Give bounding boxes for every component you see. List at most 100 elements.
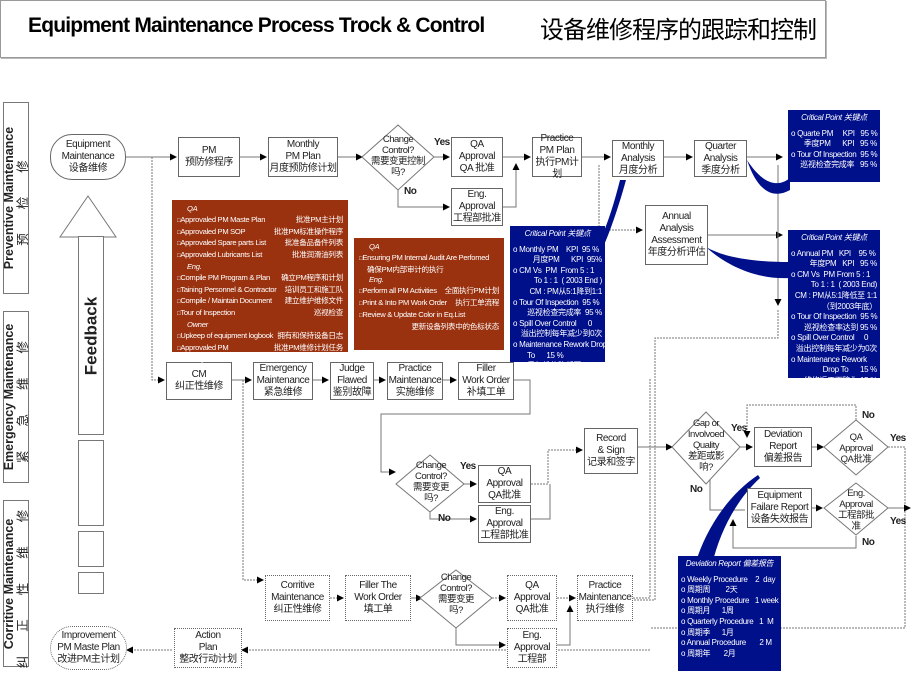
process-box-text: PM Plan [539,145,575,156]
decision-text-line: Change [415,460,447,471]
title-box: Equipment Maintenance Process Trock & Co… [0,0,826,58]
kpi-header: Critical Point 关键点 [801,233,867,242]
decision-change-control-1 [361,124,435,191]
process-box-text: Analysis [703,152,738,164]
process-box-text: Action [195,630,221,641]
note-section-heading: QA [187,204,198,213]
decision-eng-approval [823,482,889,536]
process-box-text: 设备维修 [68,163,108,174]
label-no: No [862,410,875,421]
kpi-line: 周期月 1周 [681,606,778,617]
process-box-text: QA批准 [515,604,549,615]
kpi-line: Quarte PM KPI 95 % [791,129,878,140]
process-box-text: Approval [486,518,523,529]
note-item: 确保PM内部审计的执行 [367,264,444,274]
process-box-text: Filler The [359,580,397,591]
feedback-segment [78,531,104,567]
process-box-text: 补填工单 [466,387,506,398]
process-box-text: 偏差报告 [763,453,803,464]
process-box-text: & Sign [597,445,625,456]
kpi-line: 巡视检查完成率 95 % [800,160,877,170]
kpi-line: 溢出控制每年减少为0次 [795,343,877,353]
process-box-text: 记录和签字 [587,457,635,468]
responsibility-note-right: QAEnsuring PM Internal Audit Are Perfome… [354,238,504,350]
process-box-text: Monthly [621,140,655,152]
process-box-text: Approval [513,592,551,603]
process-box-text: 实施维修 [395,387,435,398]
kpi-line: 周期周 2天 [681,585,778,596]
decision-text-line: 需要变更 [437,594,475,605]
decision-text-line: 需要变更控制 [370,156,426,167]
process-box-text: Corritive [280,580,315,591]
kpi-line: Tour Of Inspection 95 % [513,298,602,309]
kpi-line: To 1 : 1 ( 2003 End ) [533,276,602,286]
process-box-text: Emergency [259,363,307,374]
process-box-text: 执行PM计划 [535,157,579,180]
note-section-heading: Eng. [187,261,202,271]
process-box-text: Flawed [337,375,367,386]
feedback-arrow-icon [59,195,117,238]
process-box-text: Eng. [522,630,542,641]
kpi-line: To 1 : 1 ( 2003 End) [810,280,878,290]
process-box-text: Practice [540,133,574,144]
process-box-text: 年度分析评估 [647,247,706,258]
process-box-text: Work Order [354,592,402,603]
kpi-line: To 15 % [527,350,564,360]
decision-text-line: Change [440,572,472,583]
decision-text-line: Control? [415,471,447,482]
kpi-line: 维修返工下降为 15 % [804,375,877,385]
note-section-heading: QA [369,242,380,251]
kpi-line: Drop To 15 % [822,365,878,375]
process-box-text: 月度预防修计划 [269,163,337,174]
process-box-text: 工程部 [517,654,547,665]
decision-text-line: 吗? [391,167,405,178]
kpi-line: 巡视检查完成率 95 % [527,308,602,318]
kpi-line: CM Vs PM From 5 : 1 [791,270,877,281]
process-box-text: Work Order [462,375,510,386]
process-box-text: 紧急维修 [263,387,303,398]
kpi-header: Critical Point 关键点 [524,229,591,238]
process-box-text: Filler [476,363,496,374]
process-box-text: Approval [513,642,551,653]
note-item: Review & Update Color in Eq.List [359,310,499,322]
kpi-line: Spill Over Control 0 [791,333,877,344]
label-yes: Yes [434,137,450,148]
decision-text-line: 响? [699,462,713,473]
process-box-text: PM Plan [285,151,321,162]
process-box-text: PM Maste Plan [57,642,120,653]
process-box-text: 工程部批准 [480,530,529,541]
process-box-text: Equipment [757,490,802,501]
decision-text-line: 需要变更 [412,482,450,493]
process-box-text: 鉴别故障 [332,387,372,398]
label-yes: Yes [890,433,906,444]
decision-text-line: Control? [440,583,472,594]
process-box-text: Deviation [763,429,803,440]
kpi-line: Tour Of Inspection 95 % [791,150,878,161]
process-box-text: Quarter [704,140,737,152]
